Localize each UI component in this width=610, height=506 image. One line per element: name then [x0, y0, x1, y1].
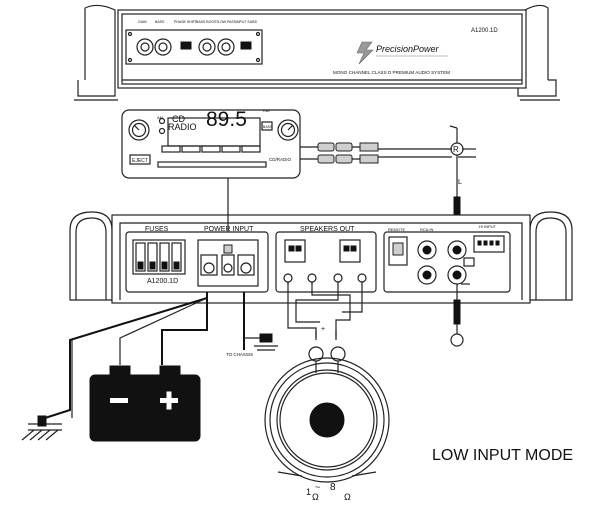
- control-labels: GAIN BASS PHASE SHIFT BASS BOOST LOW PAS…: [138, 20, 258, 24]
- rca-l-plug: [450, 283, 470, 347]
- volume-knob-left: [128, 119, 150, 141]
- cd-label: CD: [172, 114, 185, 124]
- amplifier-top-view: GAIN BASS PHASE SHIFT BASS BOOST LOW PAS…: [74, 4, 560, 101]
- mhz-label: TNE: [262, 108, 270, 113]
- bass-label: BASS: [263, 125, 273, 129]
- knob-gain: [136, 38, 154, 56]
- rca-l-label: L: [458, 179, 462, 186]
- rca-in-label: RCA IN: [420, 227, 433, 232]
- switch-phase: [180, 41, 192, 50]
- knob-low-pass: [217, 38, 235, 56]
- label-bass: BASS: [155, 20, 165, 24]
- mode-title: LOW INPUT MODE: [432, 447, 573, 464]
- ohm-symbol-1: Ω: [312, 492, 319, 502]
- svg-text:+: +: [321, 326, 325, 333]
- head-unit: AM CD RADIO 89.5 TNE BASS EJECT CD/RADIO: [121, 108, 301, 179]
- battery: [89, 365, 201, 442]
- tune-knob-right: [277, 119, 299, 141]
- impedance-low: 1: [306, 487, 311, 497]
- fuses-label: FUSES: [145, 226, 169, 233]
- remote-label: REMOTE: [388, 227, 405, 232]
- eject-label: EJECT: [132, 158, 148, 164]
- svg-text:~: ~: [315, 482, 320, 492]
- label-input-subs: INPUT SUBS: [236, 20, 258, 24]
- label-low-pass: LOW PASS: [218, 20, 237, 24]
- hi-input-label: HI INPUT: [479, 224, 497, 229]
- remote-port: [388, 236, 408, 266]
- knob-bass-boost: [198, 38, 216, 56]
- speaker: [264, 357, 390, 483]
- cd-slot: [157, 161, 267, 168]
- to-chassis-label: TO CHASSIS: [226, 352, 253, 357]
- minus-icon: [110, 398, 128, 403]
- impedance-high: 8: [330, 482, 336, 493]
- brand-logo-icon: [356, 41, 374, 65]
- preset-buttons: [161, 145, 261, 153]
- label-bass-boost: BASS BOOST: [196, 20, 219, 24]
- amplifier-front-view: FUSES POWER INPUT A1200.1D SPEAKERS OUT: [69, 211, 573, 304]
- chassis-ground-icon: [244, 333, 278, 351]
- label-gain: GAIN: [138, 20, 147, 24]
- speakers-out-label: SPEAKERS OUT: [300, 226, 355, 233]
- front-model-label: A1200.1D: [147, 278, 178, 285]
- switch-input: [240, 41, 252, 50]
- eject-button: [129, 154, 151, 165]
- hi-input-connector: [473, 235, 505, 253]
- brand-name: PrecisionPower: [376, 44, 440, 54]
- knob-bass: [154, 38, 172, 56]
- power-terminal-block: [197, 239, 259, 287]
- rca-cables: R L: [300, 125, 476, 232]
- ground-left-icon: [21, 415, 62, 441]
- radio-label: RADIO: [168, 122, 197, 132]
- frequency-display: 89.5: [206, 108, 247, 131]
- ohm-symbol-2: Ω: [344, 492, 351, 502]
- fuse-block: [132, 239, 186, 275]
- amp-subtitle: MONO CHANNEL CLASS D PREMIUM AUDIO SYSTE…: [333, 70, 450, 75]
- speaker-wiring: +: [287, 282, 363, 373]
- model-label-top: A1200.1D: [471, 28, 498, 34]
- input-panel: [383, 231, 511, 293]
- power-wiring: TO CHASSIS: [44, 292, 278, 419]
- rca-r-label: R: [453, 145, 459, 154]
- label-phase: PHASE SHIFT: [174, 20, 198, 24]
- power-input-label: POWER INPUT: [204, 226, 254, 233]
- cd-radio-label: CD/RADIO: [269, 157, 292, 162]
- band-label: AM: [157, 115, 163, 120]
